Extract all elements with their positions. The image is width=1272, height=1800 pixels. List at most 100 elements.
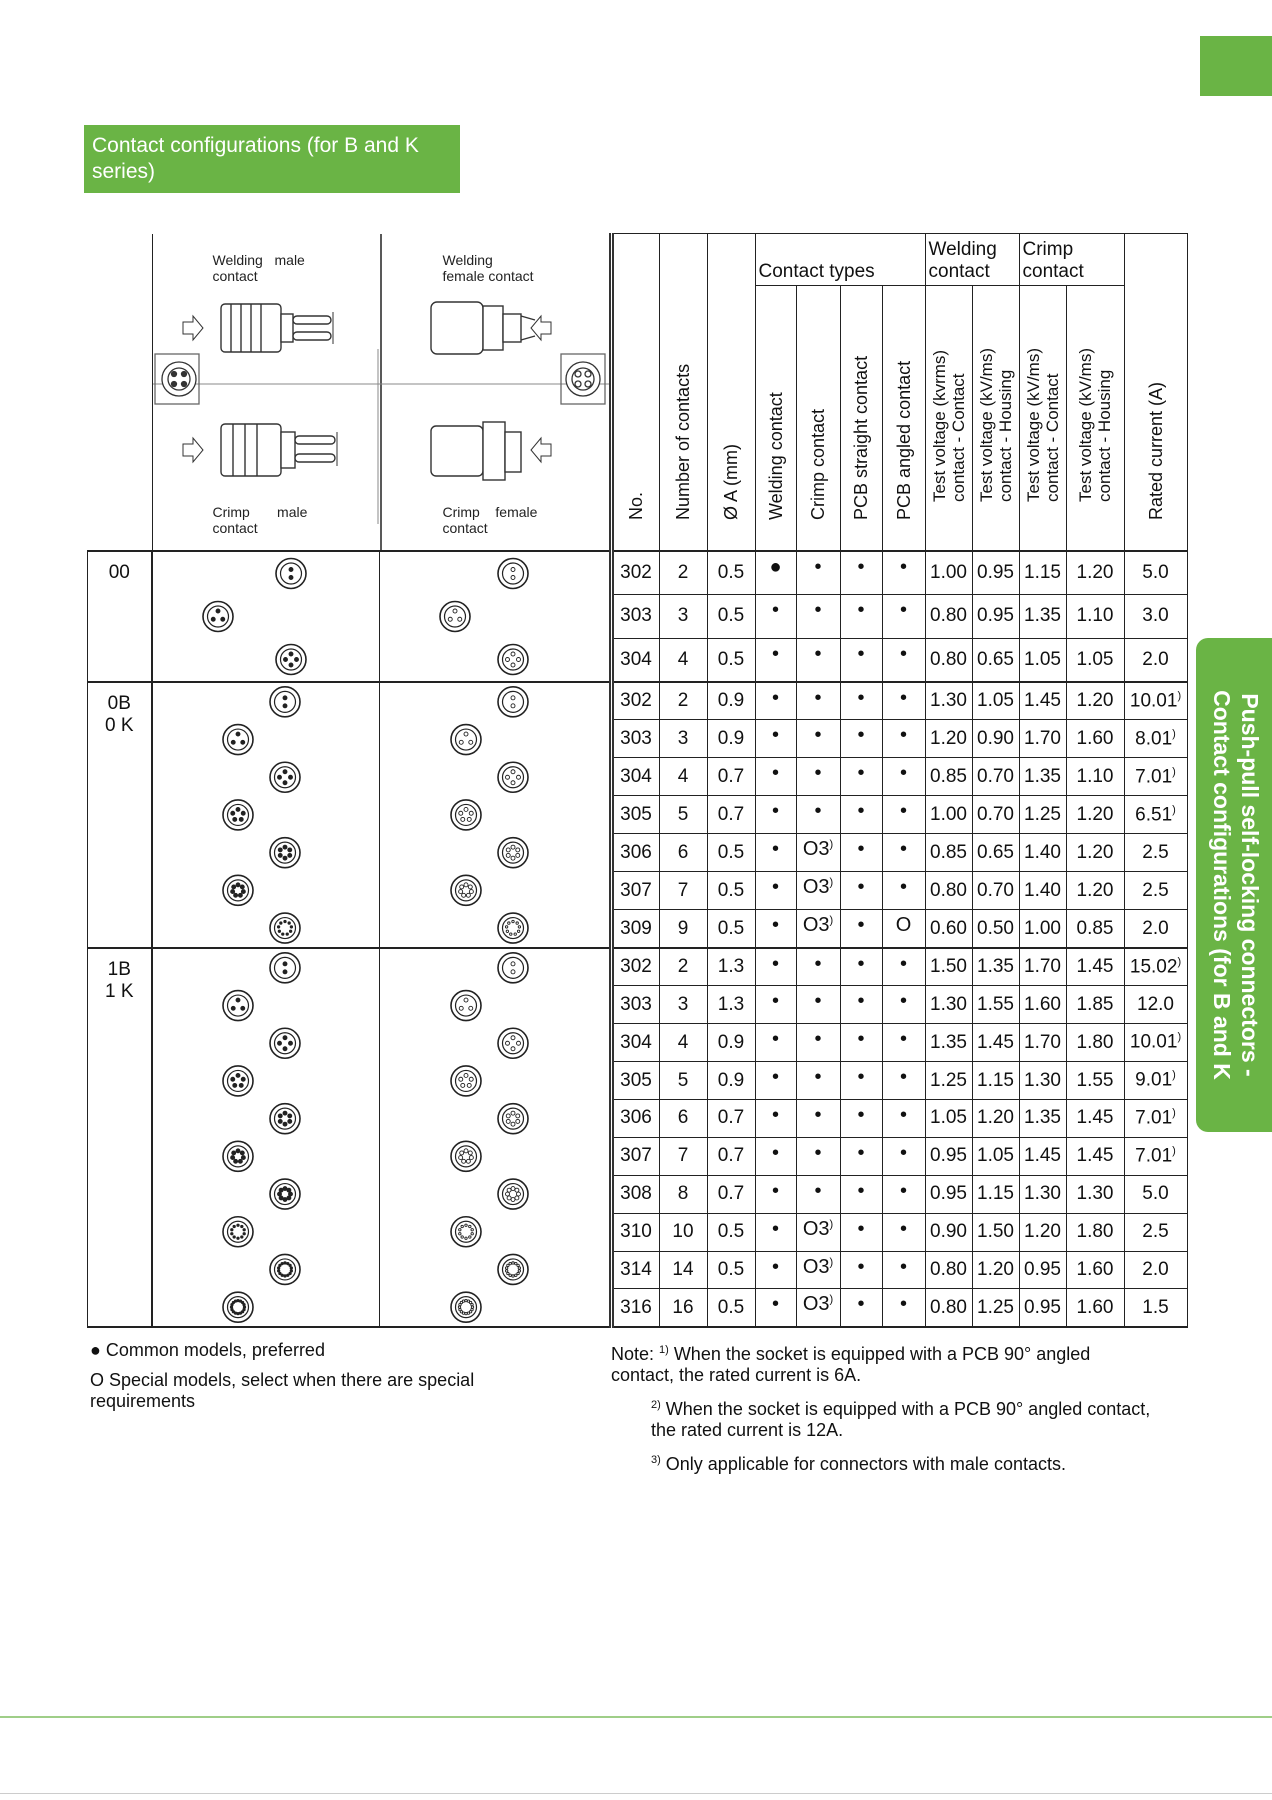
side-tab-line1: Push-pull self-locking connectors - [1237, 693, 1263, 1077]
pinout-female-drawing [450, 951, 529, 1323]
pinout-male-drawing [201, 557, 307, 676]
pin-dot [289, 1269, 293, 1273]
cell-n: 2 [658, 681, 708, 721]
cell-pa: • [881, 833, 926, 873]
cell-no: 302 [608, 947, 660, 987]
pinout-female-cell [379, 681, 612, 949]
pinout-male-drawing [221, 686, 301, 944]
pin-dot [517, 925, 522, 929]
pin-dot [516, 1040, 521, 1046]
pin-dot [466, 816, 472, 822]
pin-dot [277, 847, 283, 853]
cell-no: 316 [608, 1288, 660, 1328]
pin-dot [461, 1299, 466, 1303]
cell-w: • [754, 1098, 797, 1138]
pin-dot [289, 1266, 293, 1270]
cell-no: 306 [608, 1098, 660, 1138]
cell-pa: • [881, 757, 926, 797]
col-tv2: Test voltage (kV/ms)contact - Housing [971, 285, 1020, 552]
pin-dot [466, 1082, 472, 1088]
cell-r: 1.5 [1123, 1288, 1188, 1328]
pin-dot [285, 1273, 290, 1277]
cell-pa: • [881, 550, 926, 596]
cell-a: 0.5 [706, 550, 756, 596]
pin-dot [461, 892, 467, 898]
pin-dot [505, 1113, 511, 1119]
cell-ps: • [839, 1136, 883, 1176]
pin-dot [282, 703, 288, 709]
cell-v4: 1.45 [1065, 1136, 1125, 1176]
pin-dot [239, 1150, 245, 1156]
pin-dot [467, 884, 473, 890]
cell-v1: 1.00 [924, 795, 973, 835]
cell-pa: • [881, 947, 926, 987]
pin-dot [278, 921, 283, 925]
pin-dot [516, 774, 521, 780]
pin-dot [282, 844, 288, 850]
pin-dot [293, 657, 299, 662]
cell-r: 5.0 [1123, 550, 1188, 596]
cell-no: 308 [608, 1174, 660, 1214]
pin-dot [507, 921, 511, 925]
pin-dot [282, 855, 288, 861]
pinout-ring [273, 690, 296, 713]
pin-dot [505, 852, 511, 858]
cell-c: • [795, 1061, 841, 1100]
pin-dot [510, 1121, 516, 1127]
pinout-ring [226, 728, 249, 751]
cell-v4: 1.05 [1065, 637, 1125, 683]
pin-dot [235, 731, 241, 737]
cell-w: • [754, 871, 797, 911]
cell-r: 7.01) [1123, 1098, 1188, 1138]
pin-dot [517, 929, 521, 933]
cell-n: 6 [658, 1098, 708, 1138]
pin-dot [238, 1311, 242, 1315]
cell-v2: 0.65 [971, 637, 1020, 683]
cell-no: 303 [608, 719, 660, 759]
cell-v3: 1.30 [1018, 1061, 1067, 1100]
pin-dot [510, 1196, 516, 1202]
pin-dot [463, 1148, 469, 1154]
pin-dot [465, 892, 471, 898]
pinout-ring [501, 1258, 525, 1281]
pin-dot [458, 1076, 464, 1082]
pin-dot [467, 1150, 473, 1156]
cell-ps: • [839, 1288, 883, 1328]
pin-dot [286, 1113, 292, 1119]
cell-r: 2.5 [1123, 1212, 1188, 1252]
cell-n: 14 [658, 1250, 708, 1290]
pin-dot [464, 1298, 468, 1303]
cell-r: 6.51) [1123, 795, 1188, 835]
cell-pa: • [881, 1212, 926, 1252]
cell-n: 3 [658, 985, 708, 1025]
cell-n: 9 [658, 909, 708, 949]
pin-dot [277, 929, 281, 933]
cell-pa: • [881, 637, 926, 683]
cell-w: • [754, 909, 797, 949]
cell-w: • [754, 637, 797, 683]
col-dia: Ø A (mm) [706, 233, 756, 552]
pinout-male-drawing [221, 951, 301, 1323]
cell-v4: 1.80 [1065, 1212, 1125, 1252]
cell-a: 0.5 [706, 1250, 756, 1290]
note-3: 3) Only applicable for connectors with m… [651, 1454, 1066, 1474]
col-tv4: Test voltage (kV/ms)contact - Housing [1065, 285, 1125, 552]
cell-v3: 1.00 [1018, 909, 1067, 949]
pin-dot [509, 932, 513, 936]
cell-pa: • [881, 1174, 926, 1214]
cell-w: • [754, 1288, 797, 1328]
pin-dot [459, 1150, 465, 1156]
pinout-ring [501, 956, 525, 979]
pin-dot [282, 1274, 287, 1278]
cell-n: 6 [658, 833, 708, 873]
pin-dot [233, 1311, 237, 1315]
cell-v2: 0.50 [971, 909, 1020, 949]
cell-pa: O [881, 909, 926, 949]
cell-v3: 0.95 [1018, 1250, 1067, 1290]
cell-v1: 1.30 [924, 681, 973, 721]
pin-dot [232, 1235, 236, 1239]
cell-w: • [754, 947, 797, 987]
cell-ps: • [839, 795, 883, 835]
pin-dot [510, 575, 516, 580]
